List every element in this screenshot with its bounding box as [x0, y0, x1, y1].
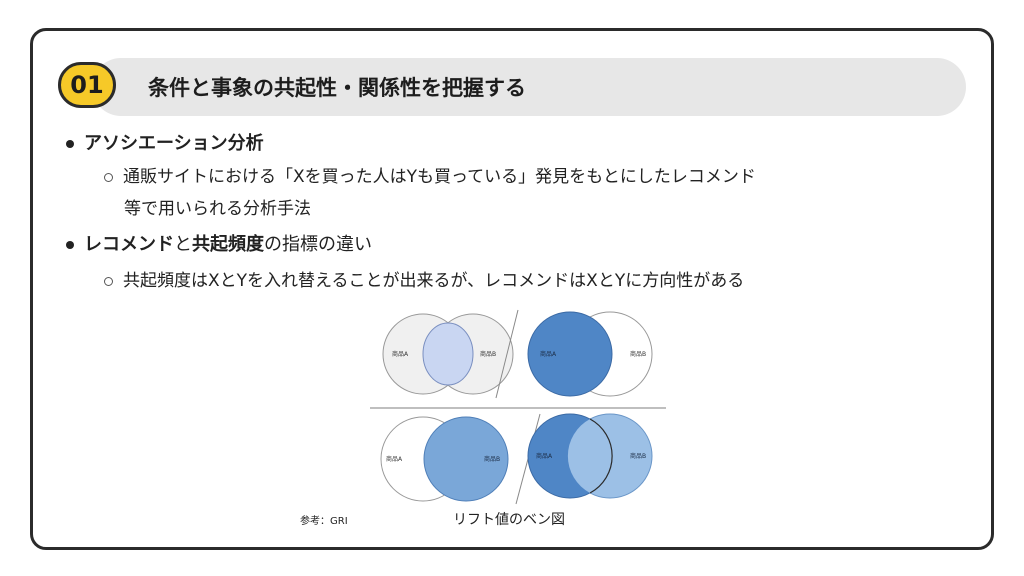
sub-bullet-ring-icon [104, 276, 113, 286]
label-b: 商品B [630, 350, 646, 358]
sub-bullet-association: 通販サイトにおける「Xを買った人はYも買っている」発見をもとにしたレコメンド [104, 164, 756, 190]
difference-description: 共起頻度はXとYを入れ替えることが出来るが、レコメンドはXとYに方向性がある [123, 271, 745, 291]
sub-bullet-difference: 共起頻度はXとYを入れ替えることが出来るが、レコメンドはXとYに方向性がある [104, 268, 744, 294]
reference-caption: 参考：GRI [300, 516, 348, 527]
label-a: 商品A [392, 350, 409, 358]
sub-bullet-ring-icon [104, 172, 113, 182]
label-b: 商品B [630, 452, 646, 460]
association-description-line2: 等で用いられる分析手法 [124, 199, 311, 219]
circle-a [527, 311, 613, 397]
diff-recommend: レコメンド [84, 234, 174, 255]
venn-top-left: 商品A 商品B [382, 313, 514, 395]
intersection-edge [589, 418, 613, 494]
diff-cooccurrence: 共起頻度 [192, 234, 264, 255]
venn-bottom-left: 商品A 商品B [380, 416, 509, 502]
divider-slash-top [495, 309, 519, 399]
label-a: 商品A [386, 455, 403, 463]
sub-bullet-association-cont: 等で用いられる分析手法 [124, 196, 311, 222]
label-b: 商品B [480, 350, 496, 358]
bullet-dot-icon [66, 241, 74, 249]
venn-top-right: 商品A 商品B [527, 311, 653, 397]
label-a: 商品A [536, 452, 553, 460]
association-title: アソシエーション分析 [84, 133, 264, 154]
bullet-difference: レコメンドと共起頻度の指標の違い [66, 232, 372, 258]
diff-suffix: の指標の違い [264, 234, 372, 255]
label-a: 商品A [540, 350, 557, 358]
intersection [567, 419, 613, 493]
circle-b [423, 416, 509, 502]
intersection [422, 322, 474, 386]
figure-caption: リフト値のベン図 [453, 512, 565, 528]
association-description-line1: 通販サイトにおける「Xを買った人はYも買っている」発見をもとにしたレコメンド [123, 167, 756, 187]
diff-and: と [174, 234, 192, 255]
section-number-badge: 01 [58, 62, 116, 108]
section-heading: 条件と事象の共起性・関係性を把握する [148, 76, 526, 100]
bullet-association: アソシエーション分析 [66, 131, 264, 157]
heading-bar [92, 58, 966, 116]
venn-diagram: 商品A 商品B 商品A 商品B 商品A 商品B 商品A 商品B [370, 309, 666, 505]
bullet-dot-icon [66, 140, 74, 148]
label-b: 商品B [484, 455, 500, 463]
venn-bottom-right: 商品A 商品B [527, 413, 653, 499]
